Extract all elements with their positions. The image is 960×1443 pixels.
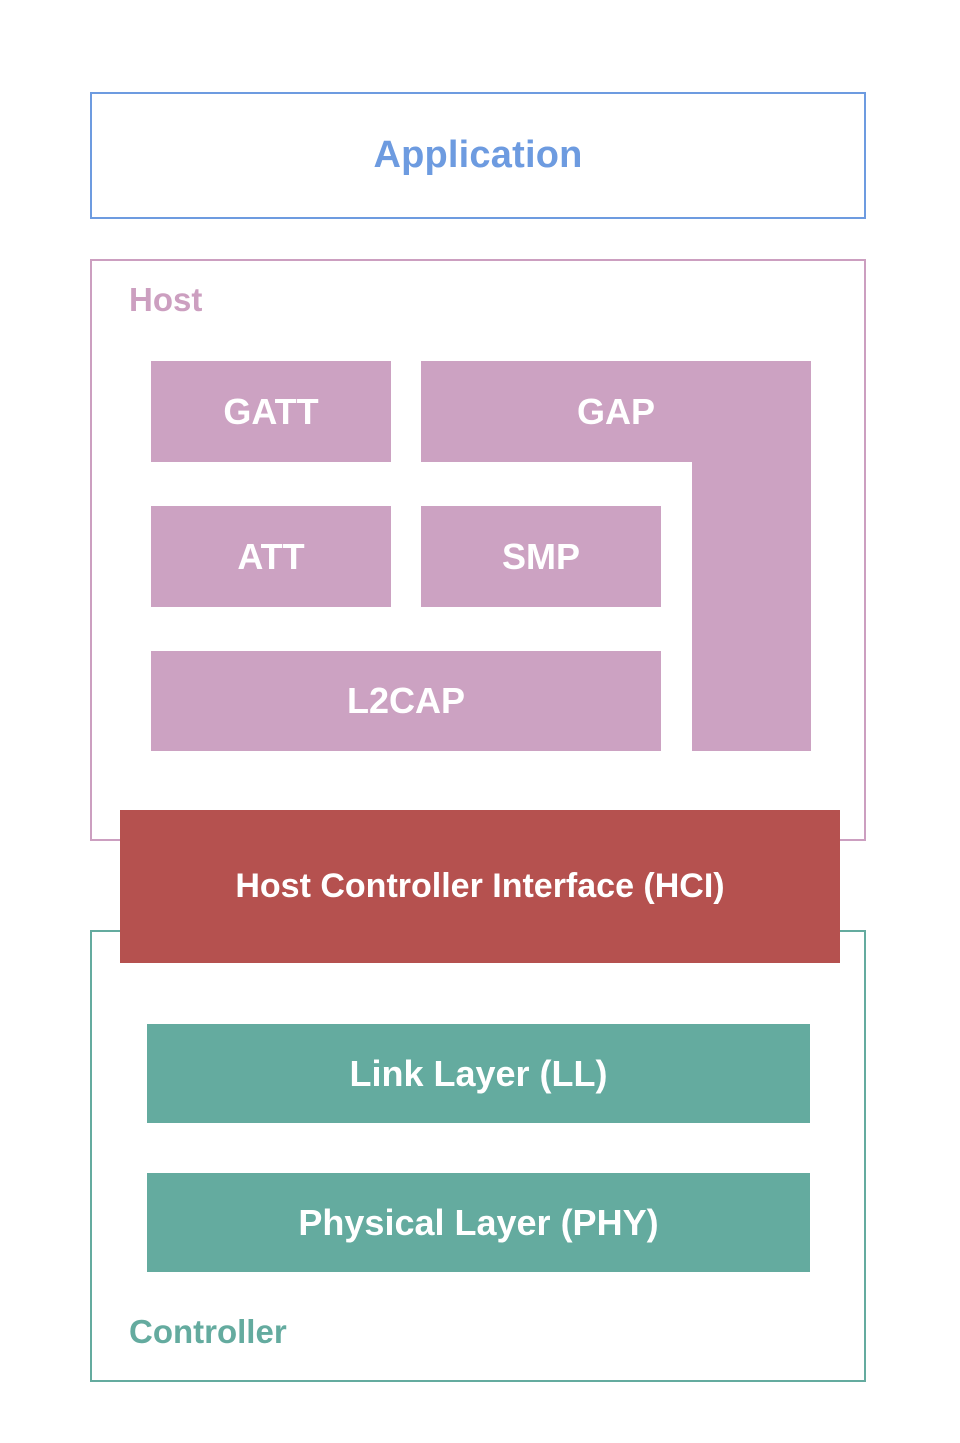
hci-interface-bar: Host Controller Interface (HCI) [120, 810, 840, 963]
att-block: ATT [151, 506, 391, 607]
smp-block: SMP [421, 506, 661, 607]
l2cap-block: L2CAP [151, 651, 661, 751]
controller-layer-label: Controller [129, 1313, 287, 1350]
hci-interface-label: Host Controller Interface (HCI) [235, 867, 725, 905]
gatt-block: GATT [151, 361, 391, 462]
link-layer-block: Link Layer (LL) [147, 1024, 810, 1123]
host-layer-label: Host [129, 281, 203, 318]
application-layer-box: Application [90, 92, 866, 219]
application-layer-label: Application [373, 134, 583, 176]
physical-layer-block: Physical Layer (PHY) [147, 1173, 810, 1272]
controller-layer-box [90, 930, 866, 1382]
